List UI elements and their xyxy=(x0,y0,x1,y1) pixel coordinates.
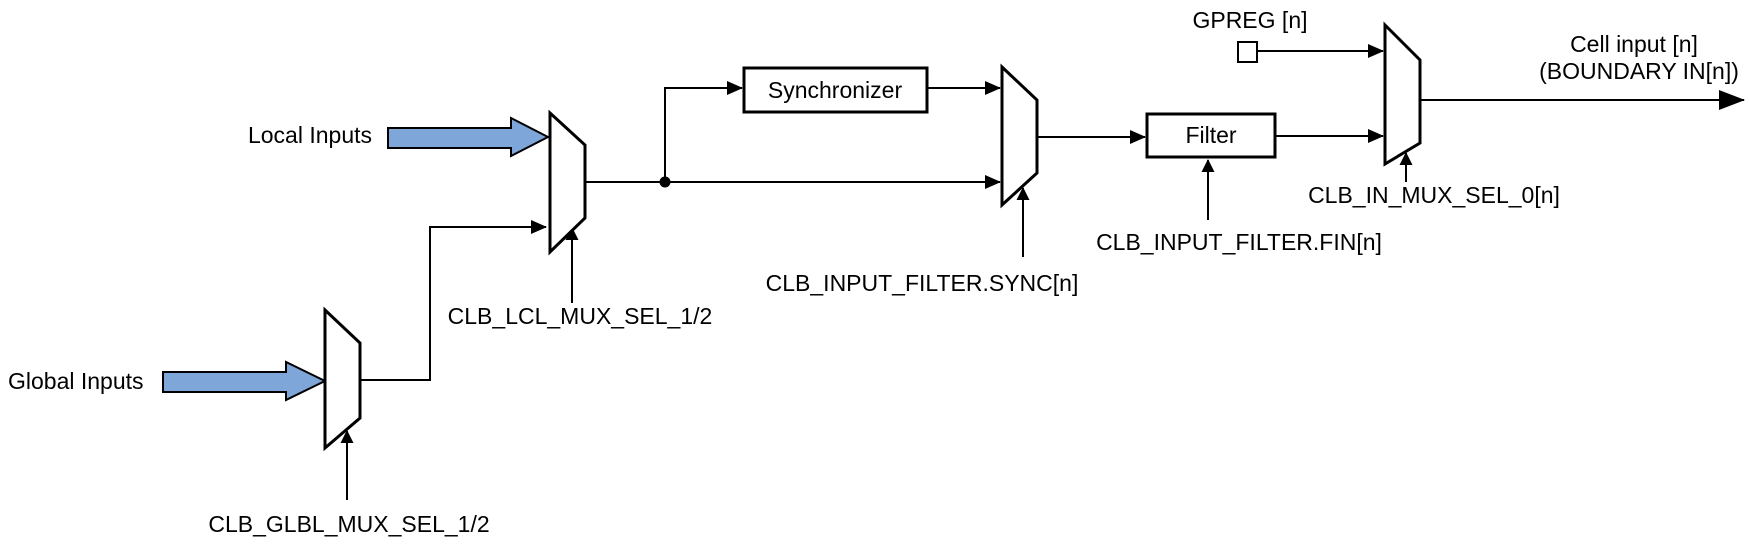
sync-mux-select-label: CLB_INPUT_FILTER.SYNC[n] xyxy=(766,270,1079,296)
filter-label: Filter xyxy=(1185,122,1236,148)
global-mux-select-label: CLB_GLBL_MUX_SEL_1/2 xyxy=(208,511,489,537)
local-mux-select-label: CLB_LCL_MUX_SEL_1/2 xyxy=(448,303,713,329)
global-inputs-label: Global Inputs xyxy=(8,368,144,394)
output-mux-select-label: CLB_IN_MUX_SEL_0[n] xyxy=(1308,182,1560,208)
filter-box xyxy=(1145,112,1277,159)
synchronizer-label: Synchronizer xyxy=(768,77,903,103)
local-inputs-label: Local Inputs xyxy=(248,122,372,148)
local-inputs-arrow xyxy=(387,116,551,158)
synchronizer-box xyxy=(742,66,929,114)
global-mux-output-wire xyxy=(360,220,547,381)
gpreg-label: GPREG [n] xyxy=(1192,7,1307,33)
sync-mux xyxy=(1000,63,1039,209)
global-inputs-arrow xyxy=(162,360,328,402)
gpreg-square xyxy=(1237,41,1258,63)
cell-input-label-line1: Cell input [n] xyxy=(1570,31,1698,57)
global-mux xyxy=(323,306,362,452)
sync-branch-wire xyxy=(664,81,743,182)
local-mux xyxy=(548,109,587,256)
output-mux xyxy=(1383,21,1422,167)
cell-input-label-line2: (BOUNDARY IN[n]) xyxy=(1539,58,1739,84)
filter-select-label: CLB_INPUT_FILTER.FIN[n] xyxy=(1096,229,1382,255)
junction-dot xyxy=(659,176,671,188)
